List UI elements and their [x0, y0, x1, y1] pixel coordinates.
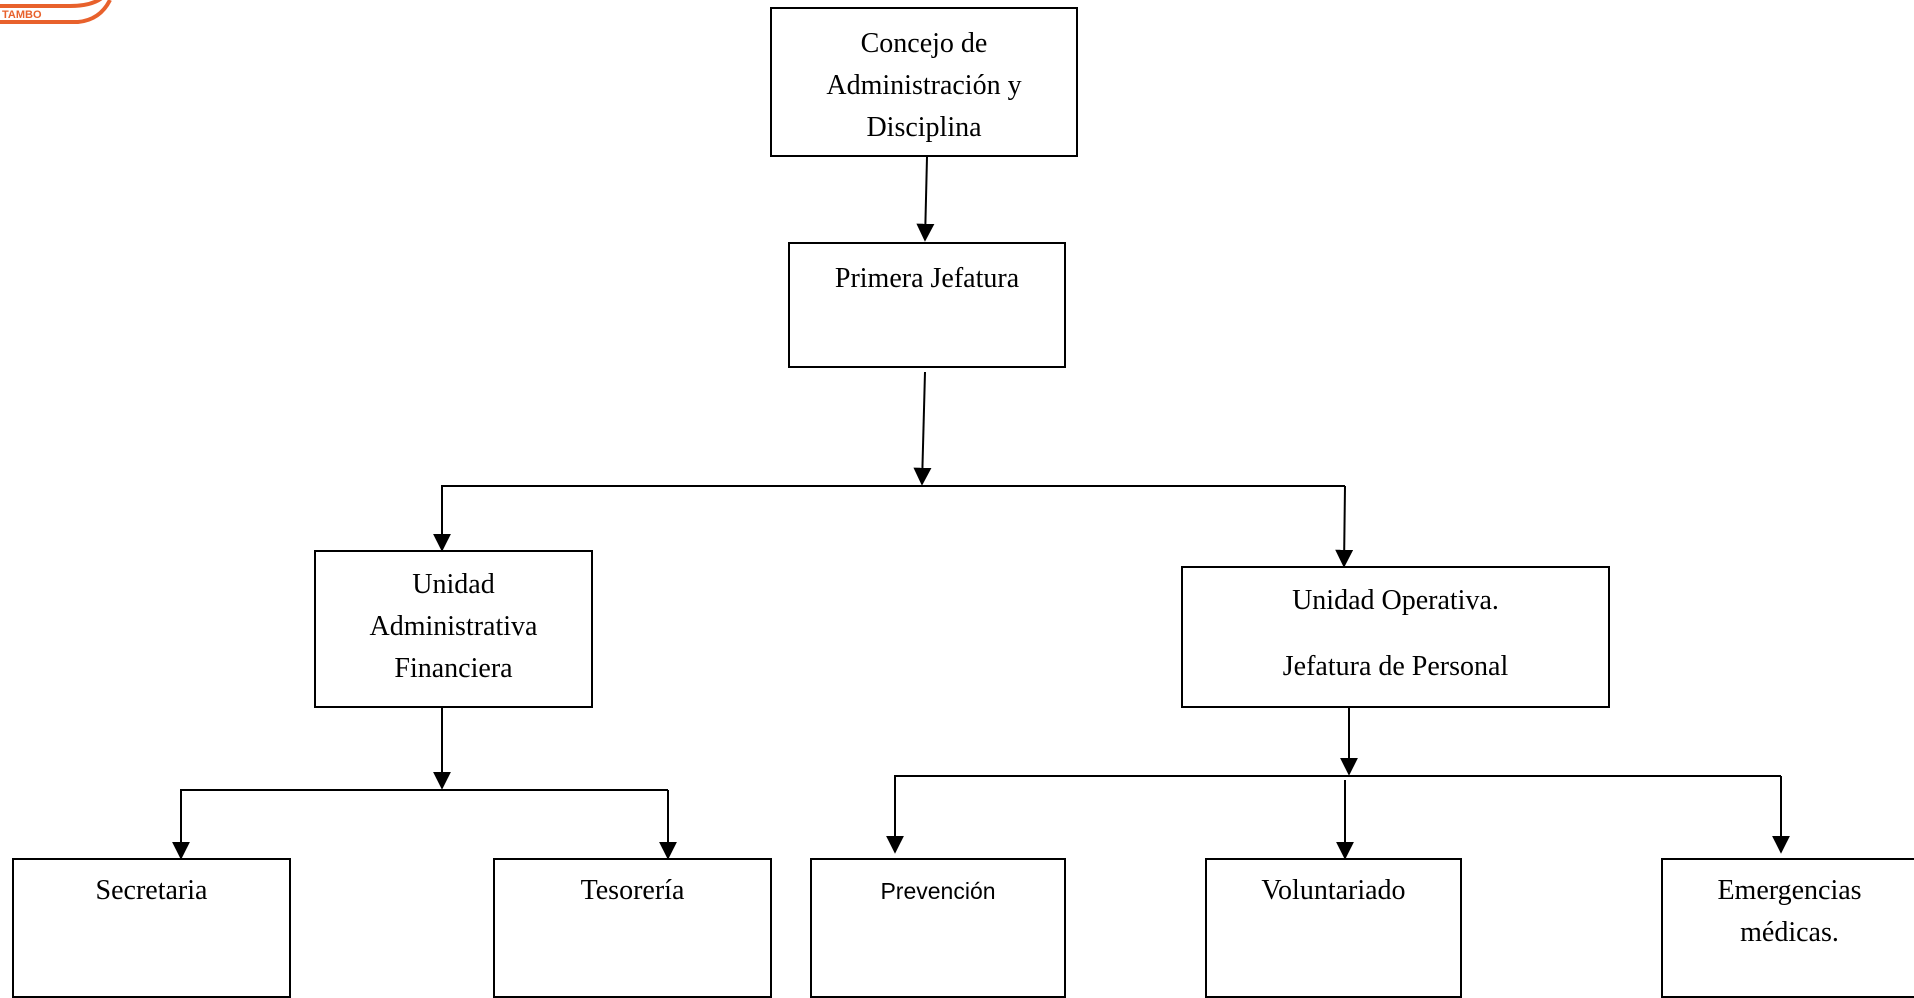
box-secretaria: Secretaria: [12, 858, 291, 998]
logo-text: TAMBO: [2, 9, 42, 21]
box-primera-jefatura: Primera Jefatura: [788, 242, 1066, 368]
primera-label: Primera Jefatura: [834, 263, 1020, 294]
arrow-to-operativa: [1335, 485, 1354, 568]
operativa-line-1: Unidad Operativa.: [1292, 585, 1499, 616]
admin-line-2: Administrativa: [369, 611, 538, 642]
arrow-concejo-primera: [916, 156, 935, 242]
operativa-line-2: Jefatura de Personal: [1282, 651, 1509, 682]
concejo-line-3: Disciplina: [866, 112, 982, 143]
box-emergencias: Emergencias médicas.: [1661, 858, 1914, 998]
admin-line-1: Unidad: [412, 569, 495, 600]
box-voluntariado: Voluntariado: [1205, 858, 1462, 998]
prevencion-label: Prevención: [880, 878, 996, 904]
concejo-line-2: Administración y: [826, 70, 1022, 101]
secretaria-label: Secretaria: [95, 875, 208, 906]
arrow-primera-junction: [913, 371, 932, 486]
concejo-line-1: Concejo de: [860, 28, 988, 59]
box-unidad-administrativa: Unidad Administrativa Financiera: [314, 550, 593, 708]
emergencias-line-1: Emergencias: [1717, 875, 1862, 906]
emergencias-line-2: médicas.: [1740, 917, 1839, 948]
box-prevencion: Prevención: [810, 858, 1066, 998]
box-unidad-operativa: Unidad Operativa. Jefatura de Personal: [1181, 566, 1610, 708]
tesoreria-label: Tesorería: [580, 875, 685, 906]
box-concejo: Concejo de Administración y Disciplina: [770, 7, 1078, 157]
voluntariado-label: Voluntariado: [1261, 875, 1406, 906]
admin-line-3: Financiera: [394, 653, 513, 684]
box-tesoreria: Tesorería: [493, 858, 772, 998]
org-logo: TAMBO: [0, 0, 120, 45]
